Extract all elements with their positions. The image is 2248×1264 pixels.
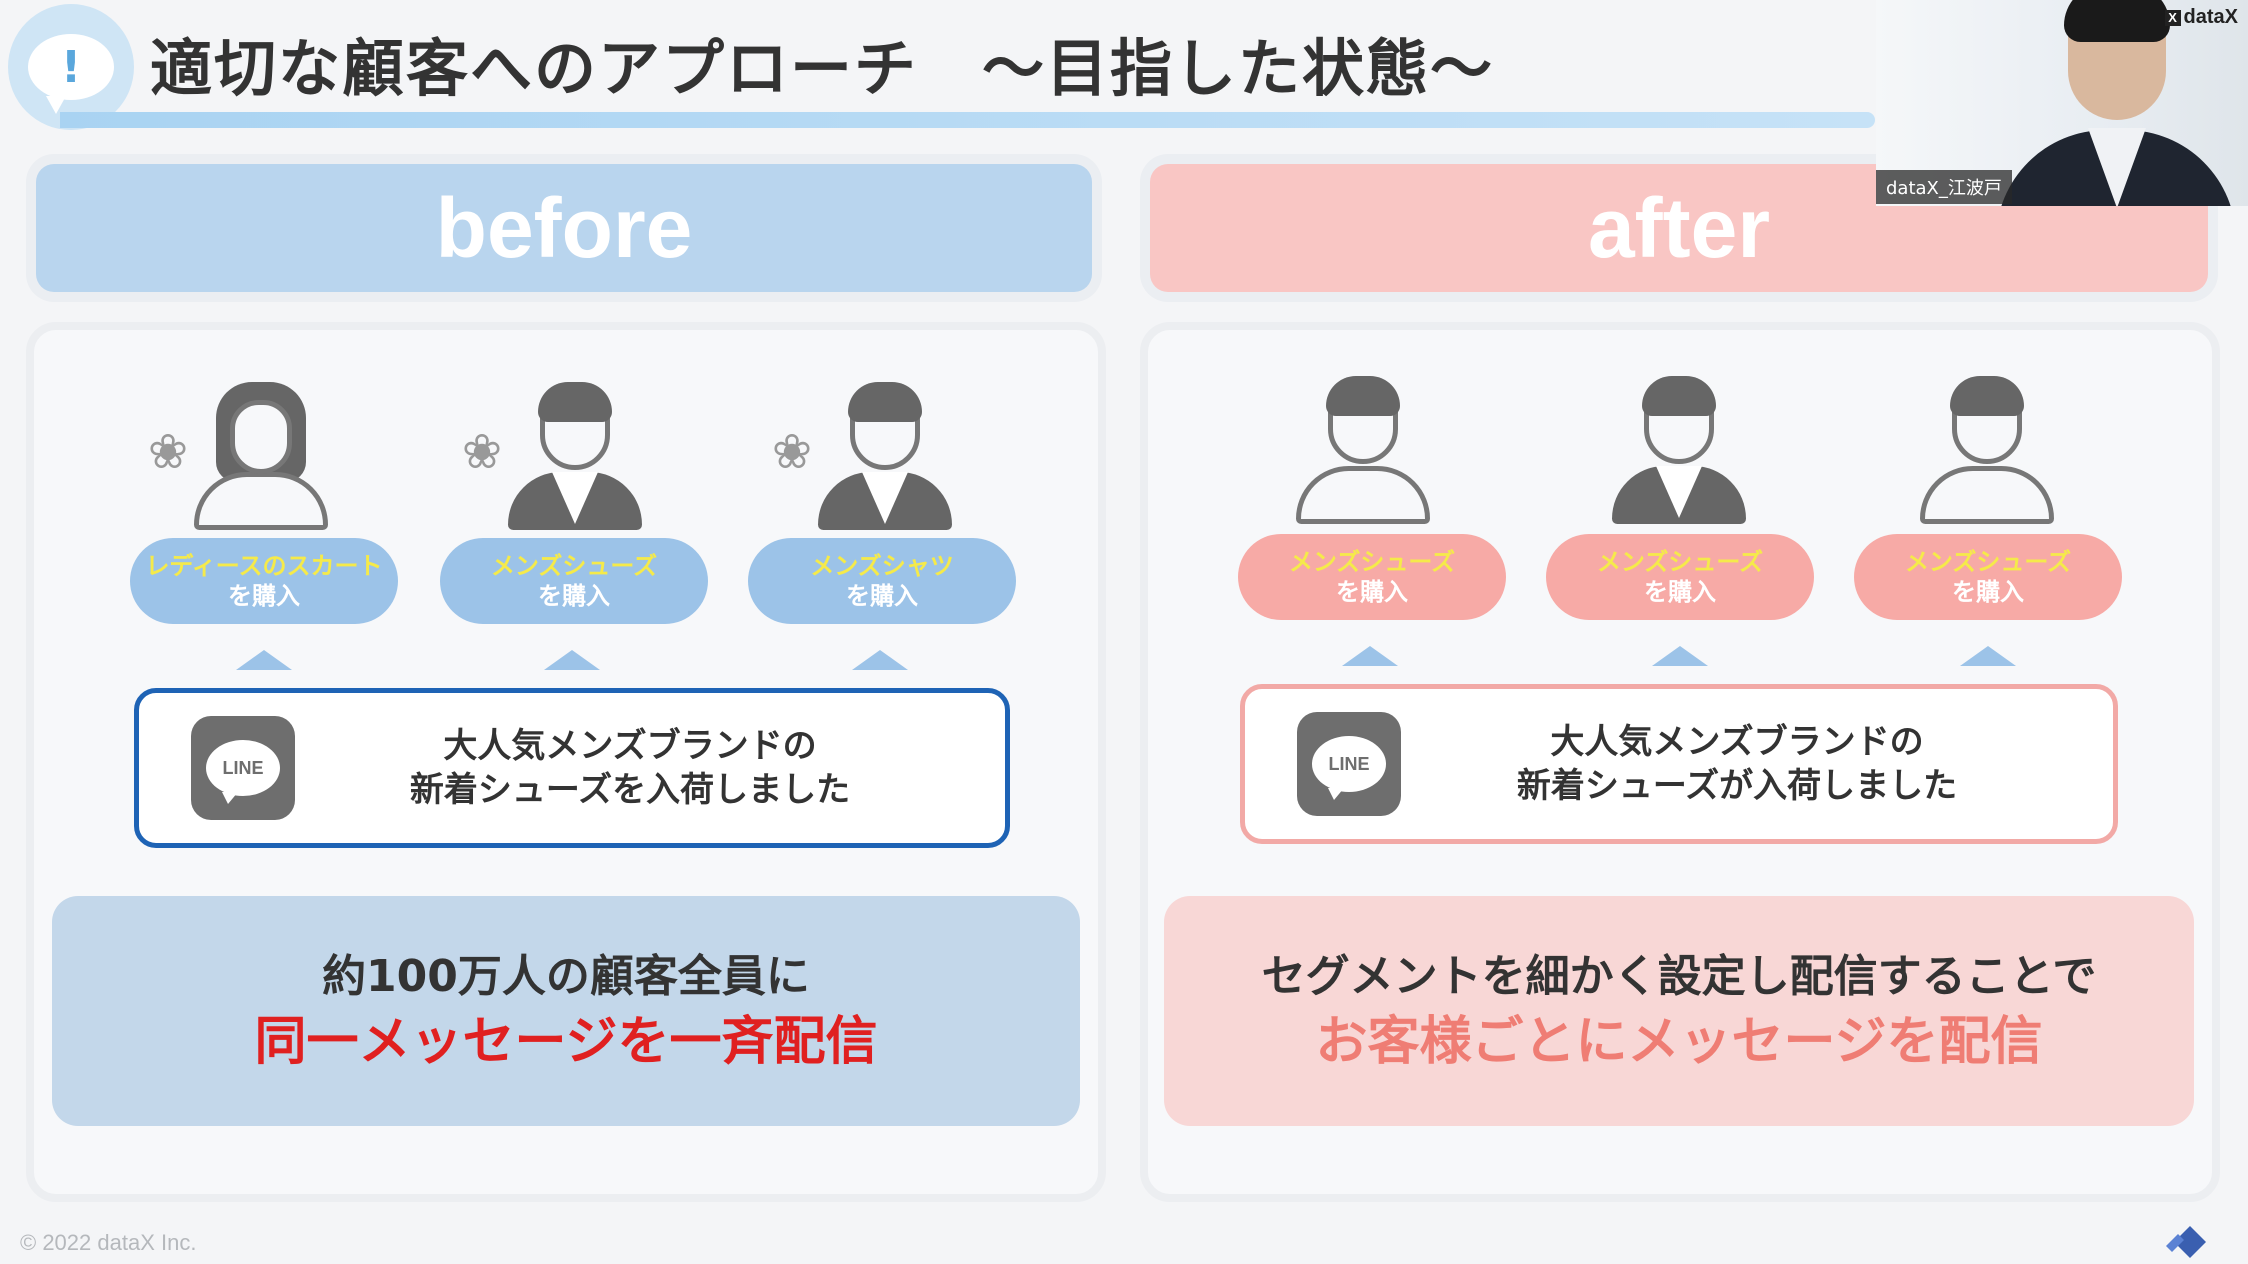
customer-avatar-male	[500, 380, 650, 530]
slide-title: 適切な顧客へのアプローチ ～目指した状態～	[150, 32, 1495, 105]
up-arrow-icon	[236, 650, 292, 670]
line-app-icon: LINE	[1297, 712, 1401, 816]
up-arrow-icon	[544, 650, 600, 670]
customer-avatar-male	[1288, 374, 1438, 524]
confused-scribble-icon: ❀	[771, 424, 813, 480]
line-app-icon: LINE	[191, 716, 295, 820]
purchase-pill: レディースのスカート を購入	[130, 538, 398, 624]
confused-scribble-icon: ❀	[147, 424, 189, 480]
up-arrow-icon	[1960, 646, 2016, 666]
purchase-pill: メンズシューズ を購入	[1854, 534, 2122, 620]
customer-avatar-male	[810, 380, 960, 530]
purchase-pill: メンズシューズ を購入	[440, 538, 708, 624]
title-underline	[60, 112, 1875, 128]
up-arrow-icon	[852, 650, 908, 670]
before-header: before	[36, 164, 1092, 292]
customer-avatar-male	[1912, 374, 2062, 524]
presenter-video	[1996, 0, 2236, 206]
purchase-pill: メンズシューズ を購入	[1546, 534, 1814, 620]
up-arrow-icon	[1652, 646, 1708, 666]
message-line-1: 大人気メンズブランドの	[1550, 722, 1924, 762]
confused-scribble-icon: ❀	[461, 424, 503, 480]
message-line-2: 新着シューズを入荷しました	[409, 770, 851, 810]
copyright: © 2022 dataX Inc.	[20, 1230, 197, 1255]
up-arrow-icon	[1342, 646, 1398, 666]
participant-name: dataX_江波戸	[1876, 170, 2012, 204]
customer-avatar-female	[186, 380, 336, 530]
datax-logo-icon	[2166, 1226, 2206, 1258]
speech-exclamation-icon: !	[8, 4, 134, 130]
purchase-pill: メンズシャツ を購入	[748, 538, 1016, 624]
line-message-card: LINE 大人気メンズブランドの 新着シューズが入荷しました	[1240, 684, 2118, 844]
message-line-2: 新着シューズが入荷しました	[1516, 766, 1958, 806]
after-summary: セグメントを細かく設定し配信することで お客様ごとにメッセージを配信	[1164, 896, 2194, 1126]
before-summary: 約100万人の顧客全員に 同一メッセージを一斉配信	[52, 896, 1080, 1126]
message-line-1: 大人気メンズブランドの	[443, 726, 817, 766]
customer-avatar-male	[1604, 374, 1754, 524]
line-message-card: LINE 大人気メンズブランドの 新着シューズを入荷しました	[134, 688, 1010, 848]
purchase-pill: メンズシューズ を購入	[1238, 534, 1506, 620]
